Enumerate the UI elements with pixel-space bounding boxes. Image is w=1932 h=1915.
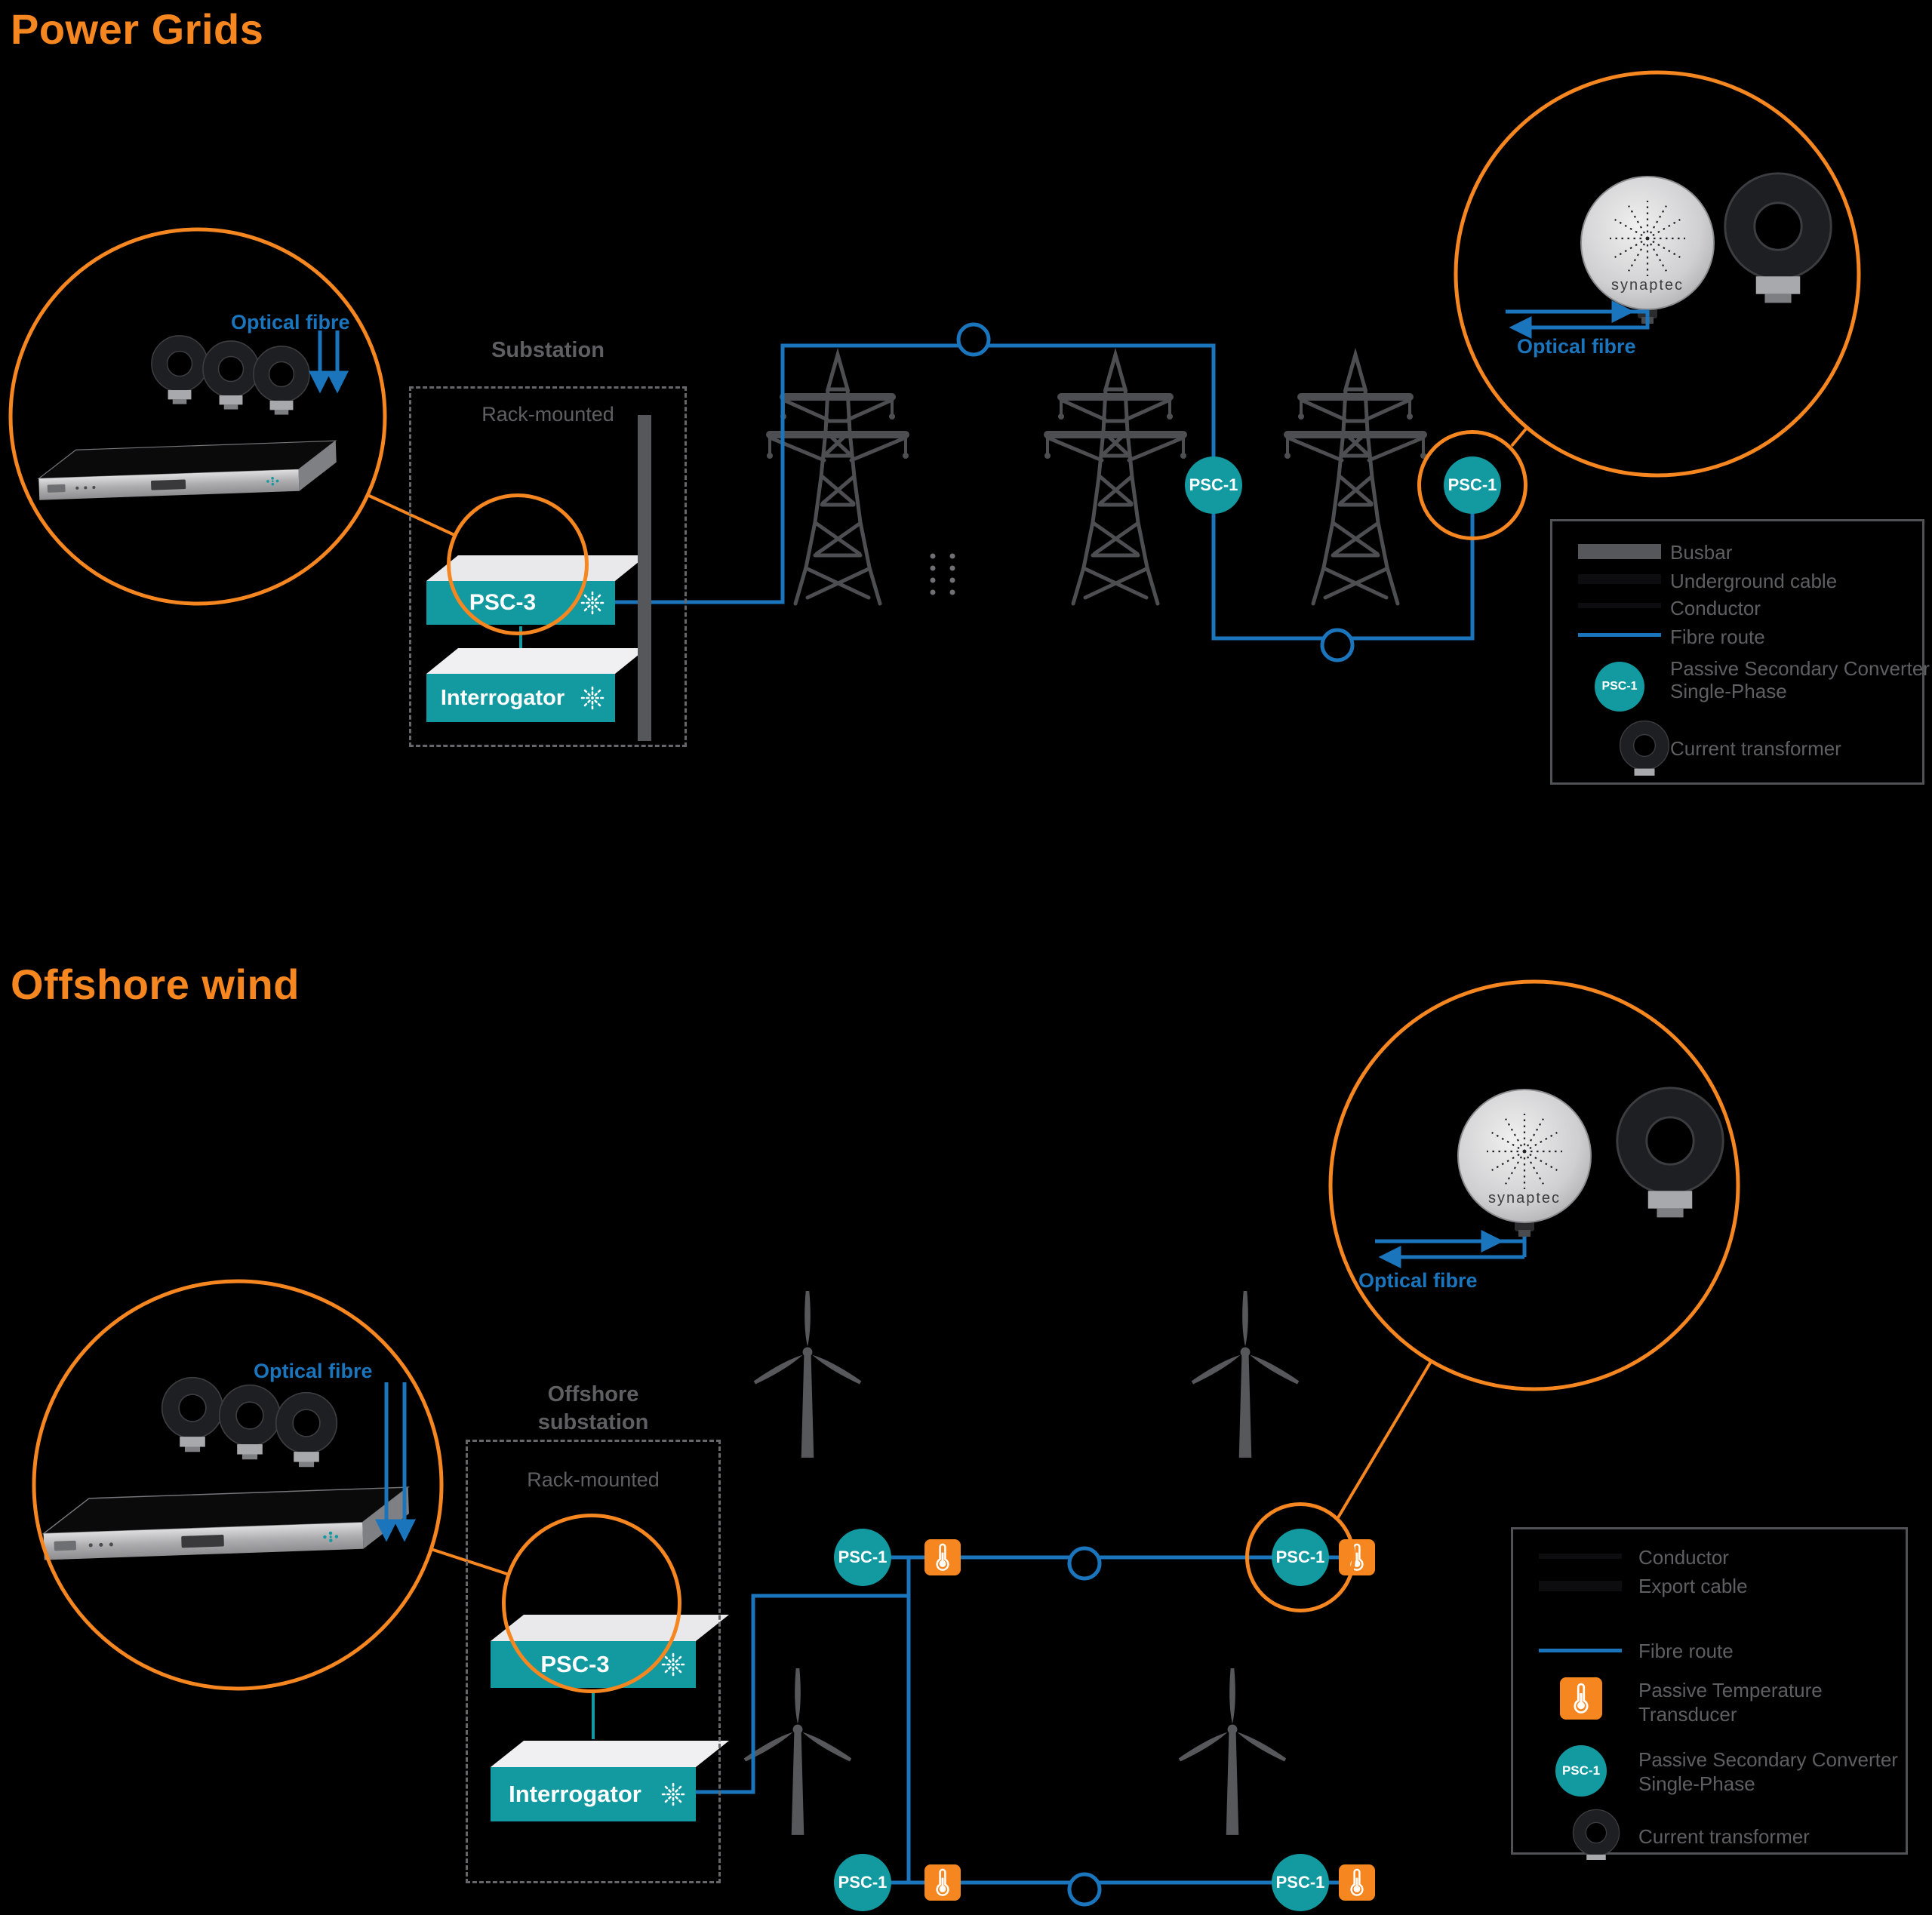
underground-cable-swatch xyxy=(1578,574,1661,584)
rack-mounted-label: Rack-mounted xyxy=(527,1468,660,1491)
offshore-substation-line1: Offshore xyxy=(547,1382,639,1406)
interrogator-label: Interrogator xyxy=(509,1781,641,1807)
interrogator-unit: Interrogator xyxy=(491,1767,696,1821)
fibre-slack-loop xyxy=(1320,628,1355,662)
legend-label-ptt-line1: Passive Temperature xyxy=(1638,1679,1823,1701)
optical-fibre-label: Optical fibre xyxy=(231,311,350,334)
wind-turbine xyxy=(743,1668,853,1835)
offshore-substation-label: Offshore substation xyxy=(466,1381,721,1437)
rack-mounted-label: Rack-mounted xyxy=(481,403,614,426)
transmission-tower xyxy=(1284,355,1426,604)
current-transformer-icon xyxy=(254,346,309,415)
power-grids-title: Power Grids xyxy=(11,5,264,53)
interrogator-unit: Interrogator xyxy=(426,674,615,722)
legend-label-psc-line1: Passive Secondary Converter xyxy=(1670,657,1930,680)
psc1-badge: PSC-1 xyxy=(1595,662,1644,712)
substation-label: Substation xyxy=(491,338,605,362)
wind-turbine xyxy=(1177,1668,1287,1835)
interrogator-box-top xyxy=(491,1741,729,1767)
current-transformer-icon xyxy=(203,341,259,410)
fibre-slack-loop xyxy=(956,322,991,357)
export-cable-swatch xyxy=(1539,1581,1622,1591)
temperature-transducer-icon xyxy=(924,1539,961,1575)
interrogator-label: Interrogator xyxy=(440,685,565,710)
temperature-transducer-icon xyxy=(1560,1677,1602,1720)
detail-circle-sensor xyxy=(1328,979,1740,1391)
starburst-icon xyxy=(578,684,607,712)
current-transformer-icon xyxy=(152,336,208,404)
highlight-ring-psc3 xyxy=(447,493,589,635)
current-transformer-icon xyxy=(1569,1806,1623,1860)
starburst-icon xyxy=(659,1780,688,1809)
optical-fibre-label: Optical fibre xyxy=(254,1360,373,1382)
optical-fibre-label: Optical fibre xyxy=(1358,1269,1478,1292)
transmission-tower xyxy=(1044,355,1186,604)
detail-connector-line xyxy=(430,1548,508,1575)
psc1-badge: PSC-1 xyxy=(834,1854,891,1911)
temperature-transducer-icon xyxy=(1339,1864,1375,1901)
legend-label-current-transformer: Current transformer xyxy=(1670,737,1841,760)
current-transformer-icon xyxy=(276,1393,337,1468)
current-transformer-icon xyxy=(162,1378,223,1452)
detail-connector-line xyxy=(1336,1359,1433,1520)
legend-label-current-transformer: Current transformer xyxy=(1638,1825,1810,1848)
conductor-swatch xyxy=(1539,1554,1622,1559)
psc1-badge: PSC-1 xyxy=(834,1529,891,1586)
transmission-tower xyxy=(767,355,909,604)
highlight-ring-psc3 xyxy=(502,1514,681,1693)
wind-turbine xyxy=(752,1291,863,1458)
legend-label-export-cable: Export cable xyxy=(1638,1575,1748,1597)
substation-boundary xyxy=(409,386,687,747)
busbar xyxy=(638,415,651,741)
legend-label-conductor: Conductor xyxy=(1638,1546,1729,1569)
optical-fibre-label: Optical fibre xyxy=(1517,335,1636,358)
fibre-connector xyxy=(1629,309,1650,330)
offshore-substation-boundary xyxy=(466,1440,721,1883)
fibre-slack-loop xyxy=(1067,1872,1102,1907)
legend-offshore-wind: Conductor Export cable Fibre route Passi… xyxy=(1511,1527,1908,1855)
offshore-wind-title: Offshore wind xyxy=(11,961,300,1008)
detail-connector-line xyxy=(1510,426,1529,447)
synaptec-disc xyxy=(1457,1088,1592,1238)
legend-label-fibre-route: Fibre route xyxy=(1670,626,1765,648)
conductor-swatch xyxy=(1578,603,1661,608)
legend-label-conductor: Conductor xyxy=(1670,597,1761,619)
legend-label-ptt-line2: Transducer xyxy=(1638,1703,1737,1726)
fibre-route-swatch xyxy=(1539,1649,1622,1652)
legend-label-underground-cable: Underground cable xyxy=(1670,570,1838,592)
psc1-badge: PSC-1 xyxy=(1185,456,1242,514)
interrogator-device-image xyxy=(37,440,338,501)
current-transformer-icon xyxy=(1617,718,1672,776)
busbar-swatch xyxy=(1578,544,1661,559)
highlight-ring-psc1 xyxy=(1417,430,1527,540)
legend-label-psc-line1: Passive Secondary Converter xyxy=(1638,1748,1898,1771)
detail-circle-sensor xyxy=(1454,70,1861,478)
interrogator-device-image xyxy=(42,1486,411,1561)
legend-label-psc-line2: Single-Phase xyxy=(1670,680,1787,702)
fibre-route-swatch xyxy=(1578,633,1661,637)
offshore-substation-line2: substation xyxy=(537,1410,649,1434)
continuation-dots xyxy=(930,553,955,595)
legend-label-busbar: Busbar xyxy=(1670,541,1733,564)
legend-label-psc-line2: Single-Phase xyxy=(1638,1772,1755,1795)
synaptec-disc xyxy=(1580,175,1715,325)
interrogator-box-top xyxy=(426,648,647,674)
psc1-badge: PSC-1 xyxy=(1555,1745,1607,1797)
highlight-ring-psc1 xyxy=(1245,1502,1355,1612)
temperature-transducer-icon xyxy=(924,1864,961,1901)
wind-turbine xyxy=(1190,1291,1300,1458)
psc1-badge: PSC-1 xyxy=(1272,1854,1329,1911)
current-transformer-icon xyxy=(220,1385,281,1460)
detail-circle-interrogator xyxy=(8,227,387,606)
legend-power-grids: Busbar Underground cable Conductor Fibre… xyxy=(1550,519,1930,785)
offshore-wind-diagram xyxy=(32,979,1740,1907)
detail-circle-interrogator xyxy=(32,1279,444,1691)
current-transformer-icon xyxy=(1725,174,1831,303)
fibre-slack-loop xyxy=(1067,1546,1102,1581)
fibre-connector xyxy=(1498,1237,1527,1259)
legend-label-fibre-route: Fibre route xyxy=(1638,1640,1734,1662)
fibre-route-line xyxy=(615,343,1475,641)
fibre-route-line xyxy=(696,1594,909,1794)
current-transformer-icon xyxy=(1617,1088,1723,1218)
